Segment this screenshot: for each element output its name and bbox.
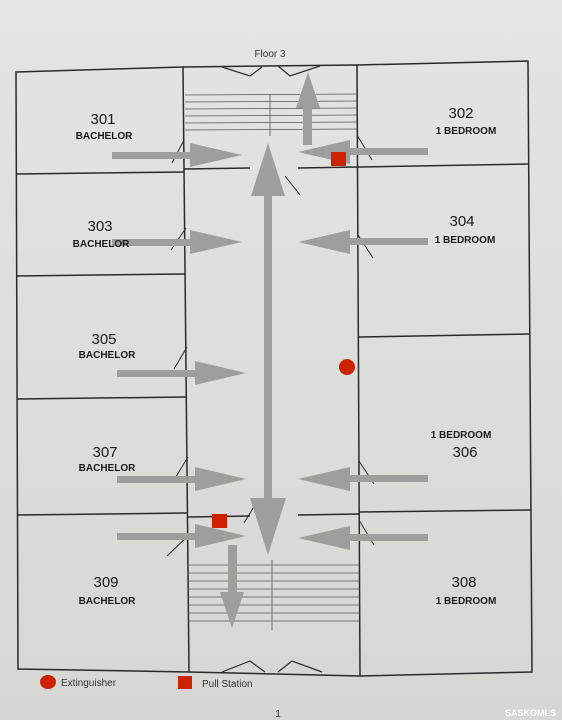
watermark-logo: SASKOMLS [505,708,556,718]
unit-306-number: 306 [452,444,477,461]
arrow-corridor [250,143,286,555]
unit-labels: 301 BACHELOR 302 1 BEDROOM 303 BACHELOR … [73,105,497,607]
unit-307-type: BACHELOR [79,463,136,474]
stairs-top [184,93,358,136]
unit-308-type: 1 BEDROOM [436,596,497,607]
unit-305-number: 305 [91,331,116,348]
arrow-305 [117,361,246,385]
arrow-303 [112,230,242,254]
arrow-309 [117,524,246,548]
stairs-bottom [188,560,359,630]
legend-extinguisher-icon [40,675,56,689]
building-entries [221,65,323,673]
arrow-307 [117,467,246,491]
unit-302-type: 1 BEDROOM [436,126,497,137]
page-number: 1 [275,709,281,720]
unit-307-number: 307 [92,444,117,461]
arrow-306 [298,467,428,491]
unit-305-type: BACHELOR [79,350,136,361]
unit-304-type: 1 BEDROOM [435,235,496,246]
extinguisher-marker [339,359,355,375]
pull-station-top [331,152,346,166]
unit-301-number: 301 [90,111,115,128]
legend-pull-station-icon [178,676,192,689]
legend-extinguisher-label: Extinguisher [61,678,117,689]
arrow-308 [298,526,428,550]
unit-303-type: BACHELOR [73,239,130,250]
arrow-down-stair [220,545,244,628]
arrow-up-stair [296,72,320,145]
legend-pull-station-label: Pull Station [202,679,253,690]
arrow-301 [112,143,242,167]
arrow-302 [298,140,428,164]
unit-302-number: 302 [448,105,473,122]
arrow-304 [298,230,428,254]
pull-station-bottom [212,514,227,528]
evacuation-arrows [112,72,428,628]
floor-title: Floor 3 [254,49,286,60]
unit-306-type: 1 BEDROOM [431,430,492,441]
unit-309-number: 309 [93,574,118,591]
legend: Extinguisher Pull Station [40,675,253,690]
unit-304-number: 304 [449,213,474,230]
unit-301-type: BACHELOR [76,131,133,142]
unit-308-number: 308 [451,574,476,591]
unit-303-number: 303 [87,218,112,235]
unit-309-type: BACHELOR [79,596,136,607]
